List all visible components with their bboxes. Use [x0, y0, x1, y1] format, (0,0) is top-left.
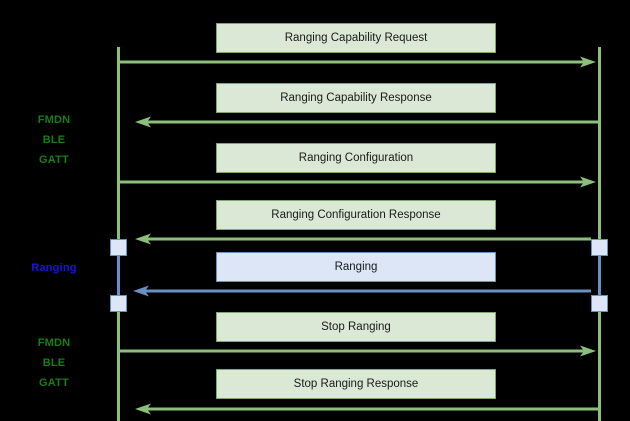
message-box-ranging-configuration: Ranging Configuration	[216, 143, 496, 173]
message-arrow-ranging-configuration-response	[135, 233, 591, 245]
left-lifeline	[117, 47, 120, 421]
message-arrow-ranging-capability-response	[135, 116, 599, 128]
message-arrow-ranging-capability-request	[118, 56, 596, 68]
message-box-stop-ranging-response: Stop Ranging Response	[216, 369, 496, 399]
message-arrow-stop-ranging-response	[135, 403, 599, 415]
message-box-ranging-configuration-response: Ranging Configuration Response	[216, 200, 496, 230]
left-activation-bar	[117, 247, 120, 303]
message-box-stop-ranging: Stop Ranging	[216, 312, 496, 342]
phase-label-ranging: Ranging	[31, 262, 77, 274]
right-activation-bar	[598, 247, 601, 303]
right-activation-top	[591, 239, 608, 256]
phase-label-fmdn-ble-gatt-top: FMDN BLE GATT	[37, 114, 71, 166]
message-arrow-ranging	[133, 285, 591, 297]
message-box-ranging: Ranging	[216, 252, 496, 282]
message-box-ranging-capability-request: Ranging Capability Request	[216, 23, 496, 53]
left-activation-top	[110, 239, 127, 256]
left-activation-bottom	[110, 295, 127, 312]
right-lifeline	[598, 47, 601, 421]
message-arrow-ranging-configuration	[118, 176, 596, 188]
message-box-ranging-capability-response: Ranging Capability Response	[216, 83, 496, 113]
message-arrow-stop-ranging	[118, 345, 596, 357]
phase-label-fmdn-ble-gatt-bottom: FMDN BLE GATT	[37, 337, 71, 389]
right-activation-bottom	[591, 295, 608, 312]
